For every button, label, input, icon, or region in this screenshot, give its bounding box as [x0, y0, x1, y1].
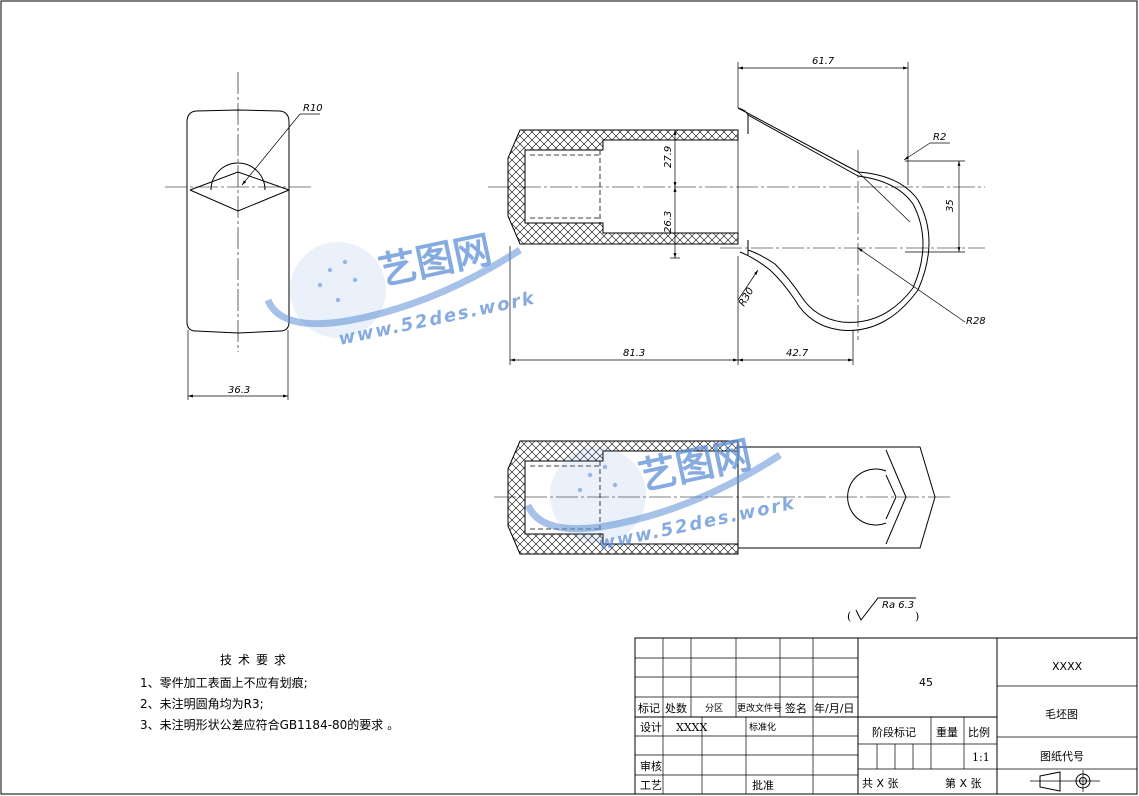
- svg-text:): ): [915, 610, 919, 623]
- left-view: 36.3 R10: [165, 72, 323, 400]
- dim-35: 35: [945, 199, 956, 212]
- dim-r30: R30: [737, 286, 756, 309]
- tb-scale-label: 比例: [968, 725, 990, 739]
- title-block: 45 XXXX 毛坯图 图纸代号 标记 处数 分区 更改文件号 签名 年/月/日…: [634, 637, 1138, 795]
- notes-title: 技术要求: [220, 653, 293, 667]
- dim-r10: R10: [303, 103, 323, 114]
- note-item-1: 1、零件加工表面上不应有划痕;: [140, 676, 308, 690]
- tb-count: 处数: [665, 702, 687, 715]
- tb-sheet: 第 X 张: [945, 776, 982, 790]
- tb-process: 工艺: [640, 779, 662, 792]
- dim-81-3: 81.3: [623, 348, 645, 359]
- front-view: R28 61.7 R2 35 27.9 26.3 R30 81.3 42.7: [488, 56, 986, 365]
- tb-stage-mark: 阶段标记: [872, 725, 916, 739]
- note-item-3: 3、未注明形状公差应符合GB1184-80的要求 。: [140, 718, 400, 732]
- dim-r28: R28: [966, 316, 986, 327]
- drawing-name: 毛坯图: [1045, 708, 1078, 721]
- tb-change-doc: 更改文件号: [737, 702, 782, 714]
- tb-scale: 1:1: [972, 751, 990, 764]
- tb-designer: XXXX: [676, 721, 707, 734]
- dim-26-3: 26.3: [663, 211, 674, 233]
- drawing-no-label: 图纸代号: [1040, 750, 1084, 763]
- technical-requirements: 技术要求 1、零件加工表面上不应有划痕; 2、未注明圆角均为R3; 3、未注明形…: [140, 650, 399, 736]
- material-value: 45: [919, 676, 933, 689]
- tb-sign: 签名: [785, 701, 807, 715]
- watermark-1: 艺图网 www.52des.work: [264, 227, 538, 350]
- dim-42-7: 42.7: [786, 348, 809, 359]
- dim-61-7: 61.7: [812, 56, 835, 67]
- tb-weight: 重量: [936, 725, 958, 739]
- tb-total: 共 X 张: [862, 777, 899, 790]
- tb-mark: 标记: [638, 701, 660, 715]
- tb-zone: 分区: [705, 703, 723, 714]
- tb-standardize: 标准化: [749, 721, 776, 733]
- tb-review: 审核: [640, 759, 662, 773]
- top-view: [494, 440, 952, 555]
- surface-roughness: Ra 6.3: [882, 600, 914, 611]
- surface-finish-symbol: ( Ra 6.3 ): [847, 597, 919, 623]
- tb-design: 设计: [640, 721, 662, 734]
- dim-r2: R2: [933, 132, 946, 143]
- dim-36-3: 36.3: [228, 385, 250, 396]
- svg-text:(: (: [847, 610, 851, 623]
- watermark-cn: 艺图网: [375, 227, 496, 294]
- dim-27-9: 27.9: [663, 146, 674, 168]
- note-item-2: 2、未注明圆角均为R3;: [140, 697, 264, 711]
- tb-date: 年/月/日: [814, 701, 854, 715]
- company-name: XXXX: [1052, 660, 1083, 673]
- tb-approve: 批准: [752, 778, 774, 792]
